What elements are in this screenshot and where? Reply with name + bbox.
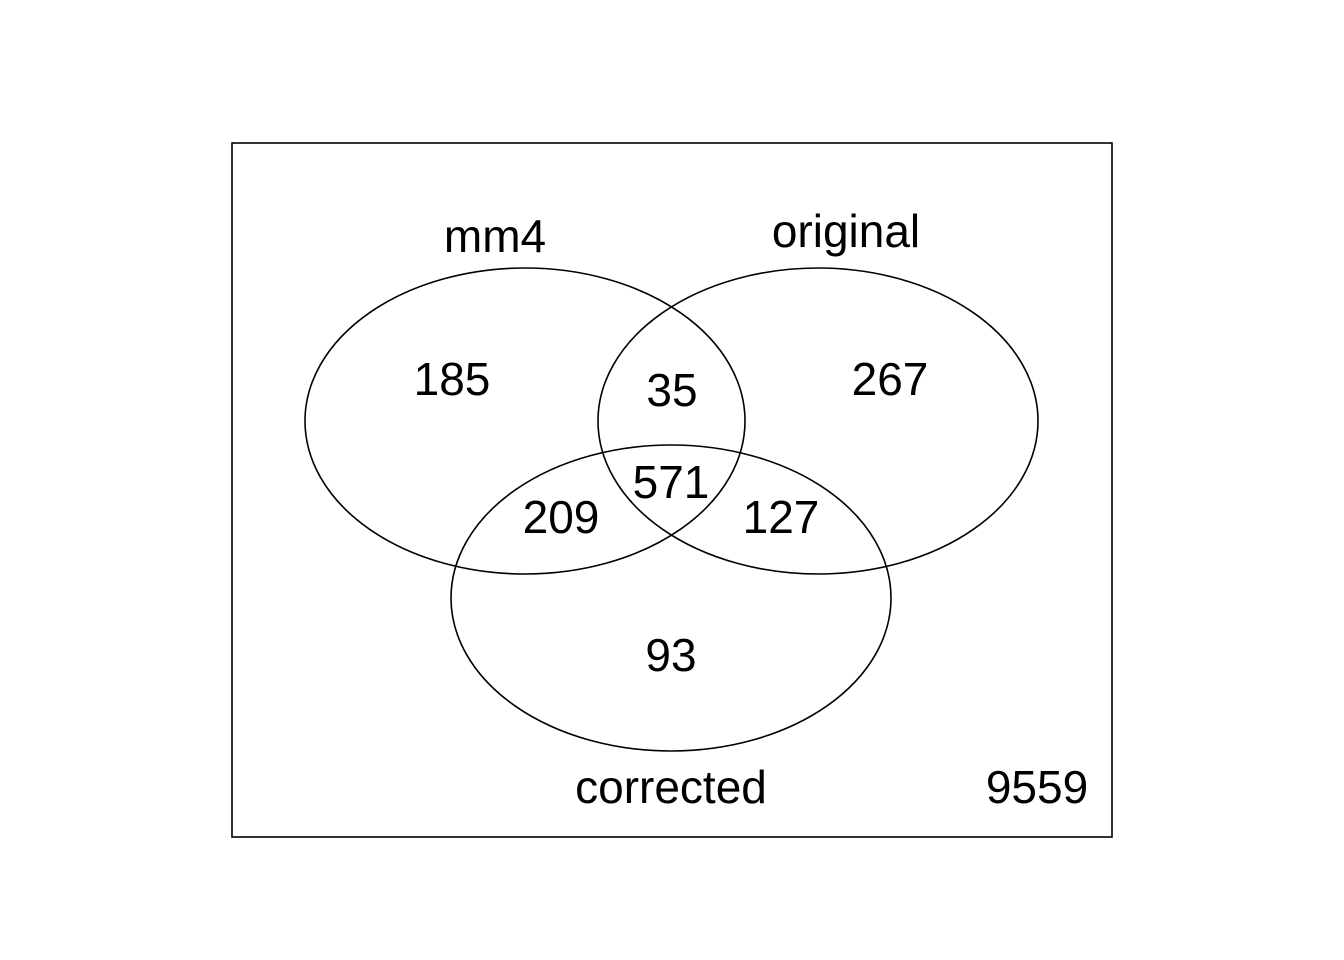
count-all-three: 571 <box>633 456 710 508</box>
count-mm4-only: 185 <box>414 353 491 405</box>
count-mm4-original: 35 <box>646 364 697 416</box>
set-corrected-ellipse <box>450 444 892 752</box>
count-original-corrected: 127 <box>743 491 820 543</box>
set-label-mm4: mm4 <box>444 210 546 262</box>
universe-box <box>231 142 1113 838</box>
count-outside-all: 9559 <box>986 761 1088 813</box>
set-label-corrected: corrected <box>575 761 767 813</box>
set-label-original: original <box>772 205 920 257</box>
set-original-ellipse <box>597 267 1039 575</box>
count-original-only: 267 <box>852 353 929 405</box>
count-corrected-only: 93 <box>645 629 696 681</box>
set-mm4-ellipse <box>304 267 746 575</box>
count-mm4-corrected: 209 <box>523 491 600 543</box>
